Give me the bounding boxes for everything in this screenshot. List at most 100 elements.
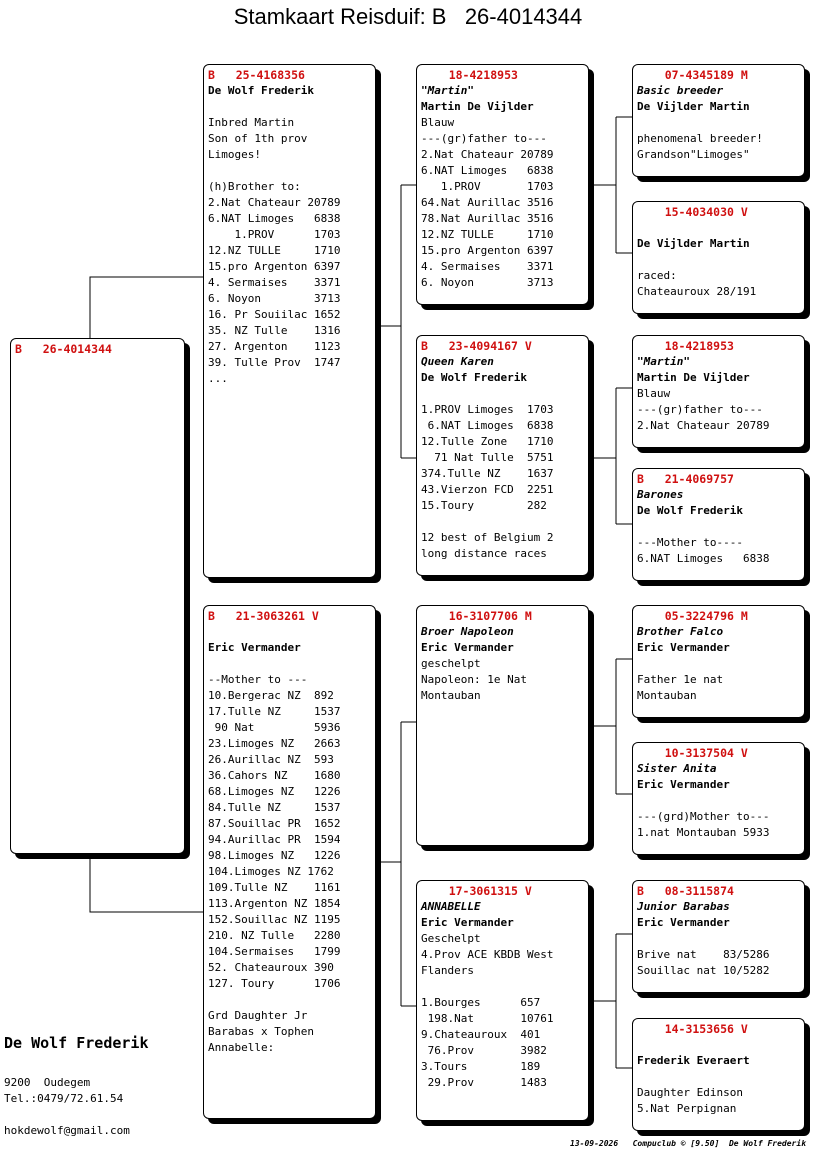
info-line: 2.Nat Chateaur 20789 bbox=[637, 419, 770, 432]
info-line: 113.Argenton NZ 1854 bbox=[208, 897, 341, 910]
info-line bbox=[637, 1037, 800, 1053]
info-line: 84.Tulle NZ 1537 bbox=[208, 801, 341, 814]
info-line: 35. NZ Tulle 1316 bbox=[208, 324, 341, 337]
info-line bbox=[421, 514, 584, 530]
info-line: 1.PROV Limoges 1703 bbox=[421, 403, 554, 416]
breeder-name: Eric Vermander bbox=[637, 641, 730, 654]
pigeon-nickname: Basic breeder bbox=[637, 84, 724, 97]
info-line: 5.Nat Perpignan bbox=[637, 1102, 737, 1115]
info-line: 17.Tulle NZ 1537 bbox=[208, 705, 341, 718]
breeder-name: Eric Vermander bbox=[208, 641, 301, 654]
info-line: 12.NZ TULLE 1710 bbox=[208, 244, 341, 257]
info-line: 6.NAT Limoges 6838 bbox=[421, 164, 554, 177]
breeder-name: Eric Vermander bbox=[421, 916, 514, 929]
info-line: 374.Tulle NZ 1637 bbox=[421, 467, 554, 480]
ring-number: B 21-4069757 bbox=[637, 472, 734, 486]
info-line: 1.Bourges 657 bbox=[421, 996, 541, 1009]
info-line: 6.NAT Limoges 6838 bbox=[637, 552, 770, 565]
breeder-name: Frederik Everaert bbox=[637, 1054, 750, 1067]
info-line bbox=[637, 252, 800, 268]
info-line: Montauban bbox=[421, 689, 481, 702]
info-line: long distance races bbox=[421, 547, 547, 560]
info-line: geschelpt bbox=[421, 657, 481, 670]
info-line: 2.Nat Chateaur 20789 bbox=[208, 196, 341, 209]
info-line: 6. Noyon 3713 bbox=[208, 292, 341, 305]
info-line: 109.Tulle NZ 1161 bbox=[208, 881, 341, 894]
pigeon-nickname: "Martin" bbox=[421, 84, 474, 97]
ring-number: 05-3224796 M bbox=[637, 609, 748, 623]
info-line bbox=[637, 1069, 800, 1085]
info-line: 26.Aurillac NZ 593 bbox=[208, 753, 334, 766]
info-line: Brive nat 83/5286 bbox=[637, 948, 770, 961]
info-line: 15.pro Argenton 6397 bbox=[208, 260, 341, 273]
info-line: 104.Sermaises 1799 bbox=[208, 945, 341, 958]
ring-number: 17-3061315 V bbox=[421, 884, 532, 898]
info-line: 90 Nat 5936 bbox=[208, 721, 341, 734]
owner-email: hokdewolf@gmail.com bbox=[4, 1124, 130, 1137]
info-line: 43.Vierzon FCD 2251 bbox=[421, 483, 554, 496]
breeder-name: De Wolf Frederik bbox=[637, 504, 743, 517]
ring-number: 18-4218953 bbox=[421, 68, 518, 82]
info-line: 12.NZ TULLE 1710 bbox=[421, 228, 554, 241]
breeder-name: Eric Vermander bbox=[421, 641, 514, 654]
breeder-name: De Vijlder Martin bbox=[637, 237, 750, 250]
info-line: 210. NZ Tulle 2280 bbox=[208, 929, 341, 942]
info-line: 87.Souillac PR 1652 bbox=[208, 817, 341, 830]
breeder-name: Eric Vermander bbox=[637, 916, 730, 929]
info-line bbox=[637, 115, 800, 131]
info-line: Souillac nat 10/5282 bbox=[637, 964, 770, 977]
info-line: Blauw bbox=[637, 387, 671, 400]
info-line: 16. Pr Souiilac 1652 bbox=[208, 308, 341, 321]
owner-phone: Tel.:0479/72.61.54 bbox=[4, 1092, 124, 1105]
page-title: Stamkaart Reisduif: B 26-4014344 bbox=[233, 4, 583, 29]
info-line: ... bbox=[208, 372, 228, 385]
owner-name: De Wolf Frederik bbox=[4, 1034, 149, 1052]
info-line: 12 best of Belgium 2 bbox=[421, 531, 554, 544]
info-line bbox=[421, 386, 584, 402]
info-line: 78.Nat Aurillac 3516 bbox=[421, 212, 554, 225]
info-line: 15.pro Argenton 6397 bbox=[421, 244, 554, 257]
footer-credit: 13-09-2026 Compuclub © [9.50] De Wolf Fr… bbox=[570, 1139, 807, 1148]
info-line: 76.Prov 3982 bbox=[421, 1044, 547, 1057]
ring-number: B 26-4014344 bbox=[15, 342, 112, 356]
info-line: 10.Bergerac NZ 892 bbox=[208, 689, 334, 702]
info-line: 152.Souillac NZ 1195 bbox=[208, 913, 341, 926]
info-line: ---(gr)father to--- bbox=[637, 403, 763, 416]
breeder-name: Martin De Vijlder bbox=[421, 100, 534, 113]
ring-number: 10-3137504 V bbox=[637, 746, 748, 760]
info-line bbox=[208, 992, 371, 1008]
info-line: Napoleon: 1e Nat bbox=[421, 673, 527, 686]
info-line: Montauban bbox=[637, 689, 697, 702]
info-line: Barabas x Tophen bbox=[208, 1025, 314, 1038]
info-line: raced: bbox=[637, 269, 677, 282]
info-line: 9.Chateauroux 401 bbox=[421, 1028, 541, 1041]
ring-number: 18-4218953 bbox=[637, 339, 734, 353]
info-line: 1.PROV 1703 bbox=[208, 228, 341, 241]
pigeon-nickname: Barones bbox=[637, 488, 684, 501]
pigeon-nickname: Queen Karen bbox=[421, 355, 494, 368]
info-line: 6.NAT Limoges 6838 bbox=[208, 212, 341, 225]
info-line: 71 Nat Tulle 5751 bbox=[421, 451, 554, 464]
ring-number: 07-4345189 M bbox=[637, 68, 748, 82]
info-line: --Mother to --- bbox=[208, 673, 308, 686]
breeder-name: De Wolf Frederik bbox=[421, 371, 527, 384]
info-line: 39. Tulle Prov 1747 bbox=[208, 356, 341, 369]
info-line: 1.PROV 1703 bbox=[421, 180, 554, 193]
breeder-name: De Vijlder Martin bbox=[637, 100, 750, 113]
info-line: 198.Nat 10761 bbox=[421, 1012, 554, 1025]
info-line bbox=[208, 163, 371, 179]
pigeon-nickname: Sister Anita bbox=[637, 762, 717, 775]
info-line: 4. Sermaises 3371 bbox=[208, 276, 341, 289]
ring-number: 14-3153656 V bbox=[637, 1022, 748, 1036]
info-line: 104.Limoges NZ 1762 bbox=[208, 865, 334, 878]
breeder-name: De Wolf Frederik bbox=[208, 84, 314, 97]
pigeon-nickname: Brother Falco bbox=[637, 625, 724, 638]
